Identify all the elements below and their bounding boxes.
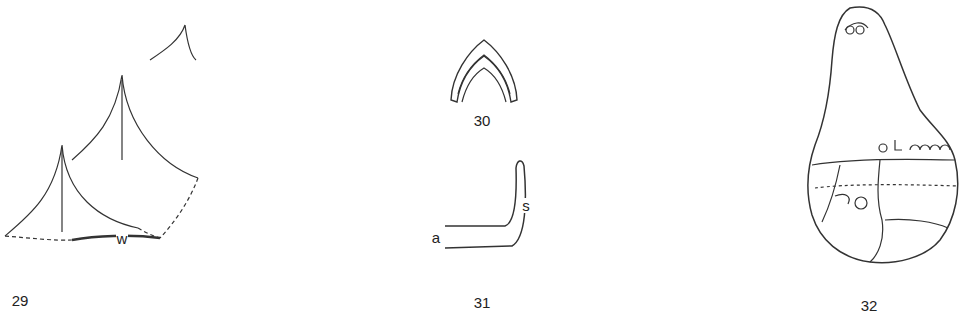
spine-figure xyxy=(5,25,198,240)
part-letter: a xyxy=(431,230,441,245)
figure-number: 31 xyxy=(473,295,492,310)
part-letter: w xyxy=(116,231,129,246)
arch-figure xyxy=(451,40,517,102)
figure-number: 32 xyxy=(860,298,879,313)
body-figure xyxy=(808,7,958,263)
part-letter: s xyxy=(521,198,531,213)
figure-number: 29 xyxy=(11,293,30,308)
figure-number: 30 xyxy=(473,113,492,128)
process-figure xyxy=(445,161,525,248)
